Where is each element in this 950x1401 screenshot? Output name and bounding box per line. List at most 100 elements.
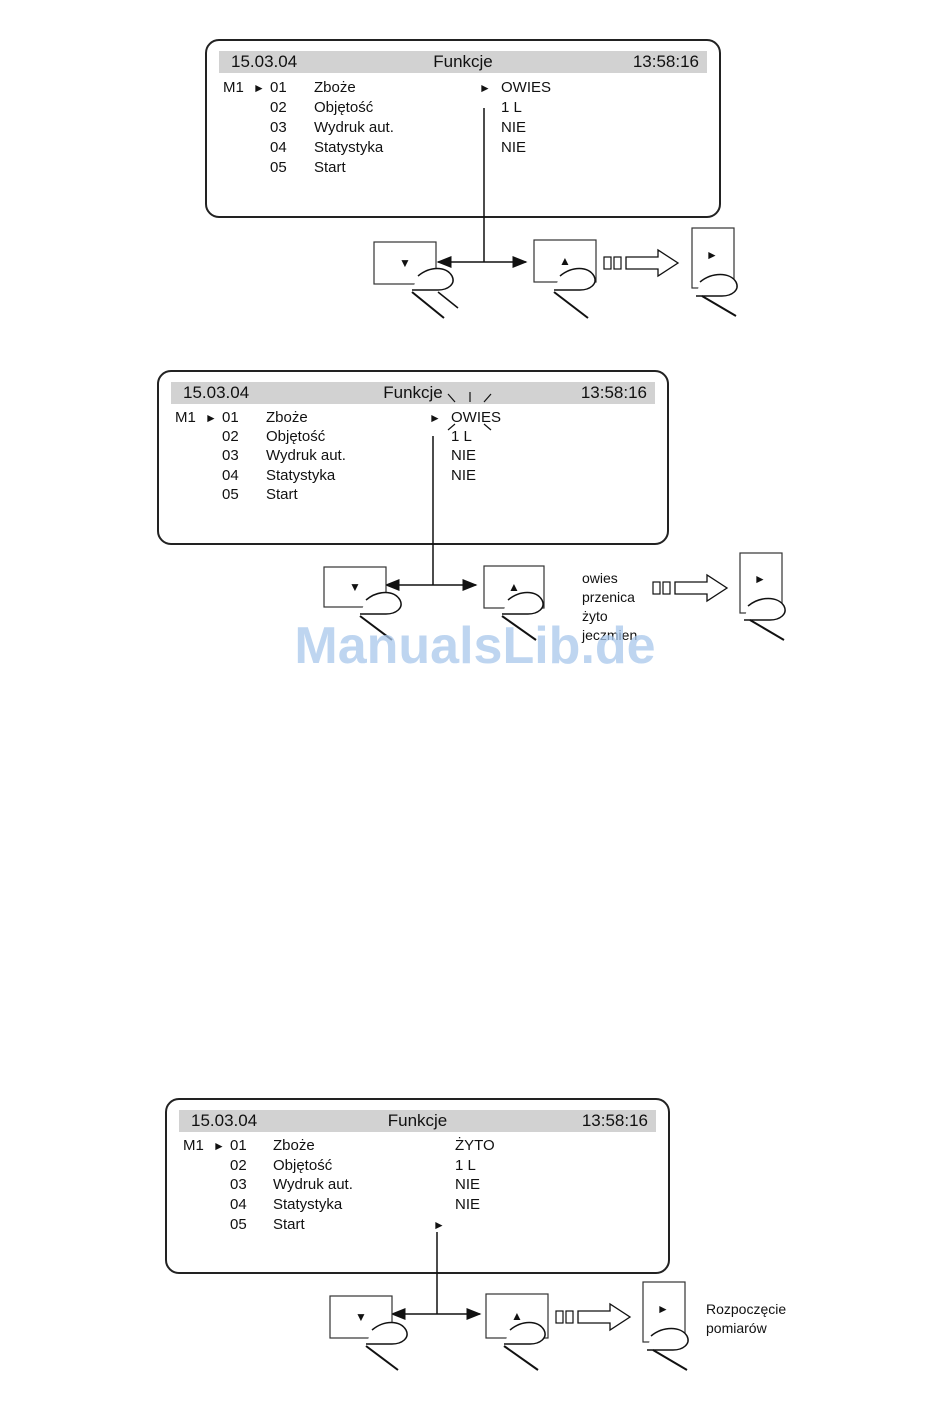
menu-row: M1 ► 01 Zboże ŻYTO [167,1136,668,1156]
next-step-arrow-icon [603,248,680,278]
row-number: 01 [230,1137,247,1154]
mode-label: M1 [175,409,196,426]
value-pointer-icon: ► [433,1218,445,1232]
enter-key-label[interactable]: ► [754,572,766,586]
row-number: 03 [230,1176,247,1193]
blink-rays-icon [447,392,492,431]
lcd-date: 15.03.04 [191,1111,258,1130]
row-value: NIE [451,447,477,464]
row-number: 01 [222,409,239,426]
value-pointer-icon: ► [429,411,441,425]
up-key-icon [485,1293,549,1371]
row-value: NIE [455,1196,481,1213]
menu-row: 03 Wydruk aut. NIE [159,446,667,466]
lcd-header-bar: 15.03.04 Funkcje 13:58:16 [171,382,655,404]
row-label: Zboże [266,409,308,426]
down-key-icon [373,241,459,319]
row-value: NIE [451,467,477,484]
row-value: 1 L [501,99,522,116]
row-label: Wydruk aut. [273,1176,353,1193]
down-key-icon [323,566,402,641]
start-measurement-note: Rozpoczęcie pomiarów [706,1300,786,1338]
row-label: Objętość [266,428,326,445]
grain-option: żyto [582,608,608,624]
row-label: Wydruk aut. [314,119,394,136]
menu-row: 05 Start [159,485,667,505]
enter-key-label[interactable]: ► [706,248,718,262]
row-value-blinking: OWIES [451,409,502,426]
next-step-arrow-icon [652,573,729,603]
down-key-label[interactable]: ▼ [355,1310,367,1324]
row-pointer-icon: ► [205,411,217,425]
lcd-screen-2: 15.03.04 Funkcje 13:58:16 M1 ► 01 Zboże … [157,370,669,545]
menu-row: 04 Statystyka NIE [167,1195,668,1215]
row-value: OWIES [501,79,552,96]
row-number: 04 [222,467,239,484]
mode-label: M1 [183,1137,204,1154]
row-value: NIE [501,139,527,156]
lcd-title: Funkcje [383,383,443,402]
next-step-arrow-icon [555,1302,632,1332]
menu-row: 05 Start [207,158,719,178]
lcd-title: Funkcje [433,52,493,71]
up-key-icon [533,239,597,319]
row-label: Wydruk aut. [266,447,346,464]
menu-row: 04 Statystyka NIE [159,466,667,486]
lcd-date: 15.03.04 [183,383,250,402]
row-label: Zboże [314,79,356,96]
row-number: 01 [270,79,287,96]
lcd-title: Funkcje [387,1111,448,1130]
up-key-label[interactable]: ▲ [508,580,520,594]
row-value: ŻYTO [455,1137,495,1154]
menu-row: 02 Objętość 1 L [207,98,719,118]
enter-key-label[interactable]: ► [657,1302,669,1316]
row-number: 03 [222,447,239,464]
row-value: 1 L [451,428,472,445]
lcd-screen-3: 15.03.04 Funkcje 13:58:16 M1 ► 01 Zboże … [165,1098,670,1274]
enter-key-icon [691,227,738,317]
mode-label: M1 [223,79,244,96]
lcd-header-bar: 15.03.04 Funkcje 13:58:16 [179,1110,656,1132]
row-number: 05 [230,1216,247,1233]
row-number: 02 [270,99,287,116]
row-number: 02 [222,428,239,445]
row-number: 03 [270,119,287,136]
menu-row: 05 Start ► [167,1215,668,1235]
lcd-time: 13:58:16 [632,52,699,71]
row-pointer-icon: ► [253,81,265,95]
lcd-date: 15.03.04 [231,52,298,71]
value-pointer-icon: ► [479,81,491,95]
enter-key-icon [642,1281,689,1371]
row-label: Start [273,1216,305,1233]
up-key-label[interactable]: ▲ [559,254,571,268]
up-key-icon [483,565,545,641]
row-value: NIE [501,119,527,136]
grain-option: przenica [582,589,635,605]
lcd-header-bar: 15.03.04 Funkcje 13:58:16 [219,51,707,73]
menu-row: 04 Statystyka NIE [207,138,719,158]
grain-options-list: owies przenica żyto jeczmien [582,569,637,645]
note-line: pomiarów [706,1320,767,1336]
menu-row: 02 Objętość 1 L [159,427,667,447]
up-key-label[interactable]: ▲ [511,1309,523,1323]
row-label: Objętość [314,99,374,116]
grain-option: owies [582,570,618,586]
menu-row: M1 ► 01 Zboże ► OWIES [207,78,719,98]
row-label: Statystyka [266,467,336,484]
row-label: Statystyka [314,139,384,156]
lcd-time: 13:58:16 [580,383,647,402]
row-label: Statystyka [273,1196,343,1213]
row-value: 1 L [455,1157,476,1174]
row-number: 04 [270,139,287,156]
lcd-time: 13:58:16 [581,1111,648,1130]
note-line: Rozpoczęcie [706,1301,787,1317]
enter-key-icon [739,552,786,641]
row-number: 04 [230,1196,247,1213]
watermark: ManualsLib.de [294,617,656,675]
down-key-label[interactable]: ▼ [399,256,411,270]
down-key-label[interactable]: ▼ [349,580,361,594]
row-label: Start [266,486,298,503]
